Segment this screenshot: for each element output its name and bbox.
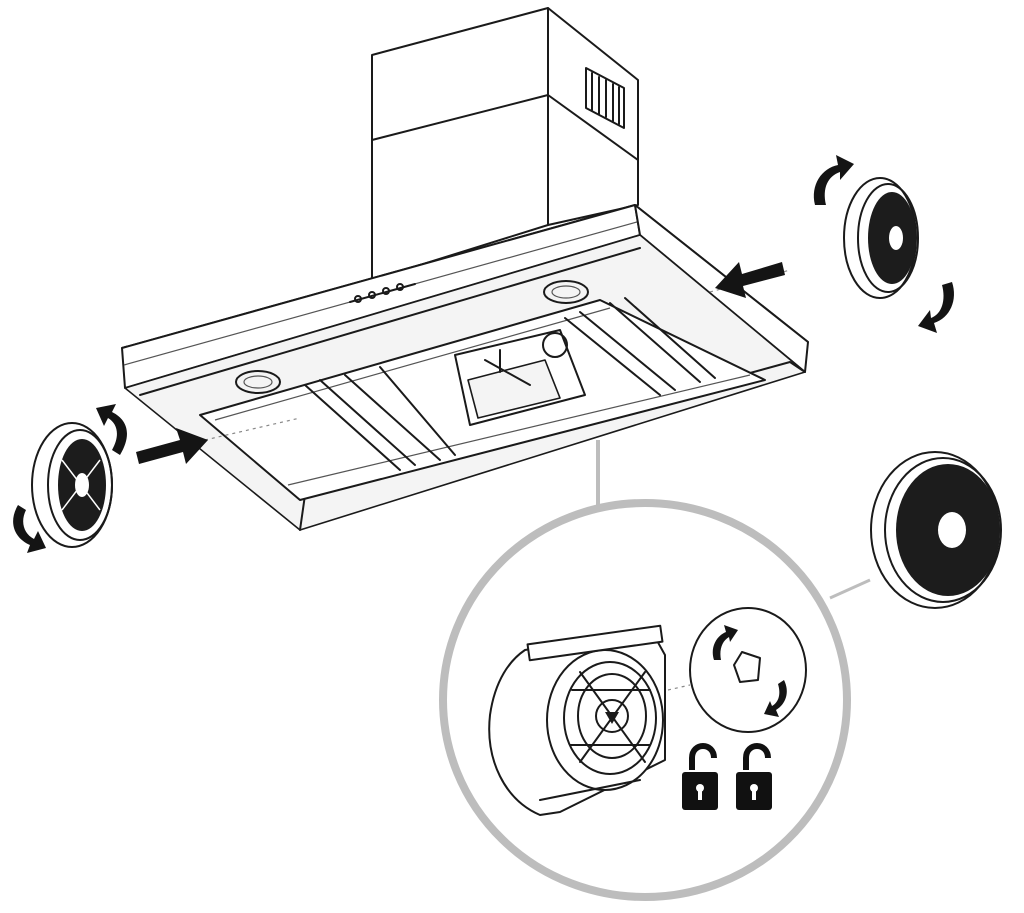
control-panel <box>349 283 416 303</box>
rotate-arrow-icon <box>918 282 954 333</box>
blower-motor <box>488 624 666 816</box>
carbon-filter-left <box>31 422 113 548</box>
hood-chimney <box>371 7 639 281</box>
carbon-filter-right <box>843 177 919 299</box>
hood-canopy <box>121 204 809 531</box>
filter-mounting-plate <box>667 607 807 733</box>
vent-grille <box>585 67 625 129</box>
insert-arrow-icon <box>715 262 785 298</box>
rotate-arrow-icon <box>96 404 127 455</box>
rotate-arrow-icon <box>813 155 854 205</box>
rotate-arrow-icon <box>13 505 46 553</box>
carbon-filter-detail <box>829 451 1002 609</box>
unlock-icon <box>682 743 718 810</box>
detail-callout <box>439 440 851 901</box>
rotate-arrow-icon <box>764 680 787 717</box>
rotate-arrow-icon <box>712 625 738 660</box>
unlock-icon <box>736 743 772 810</box>
hood-light-left <box>235 370 281 394</box>
hood-light-right <box>543 280 589 304</box>
insert-arrow-icon <box>136 428 208 464</box>
